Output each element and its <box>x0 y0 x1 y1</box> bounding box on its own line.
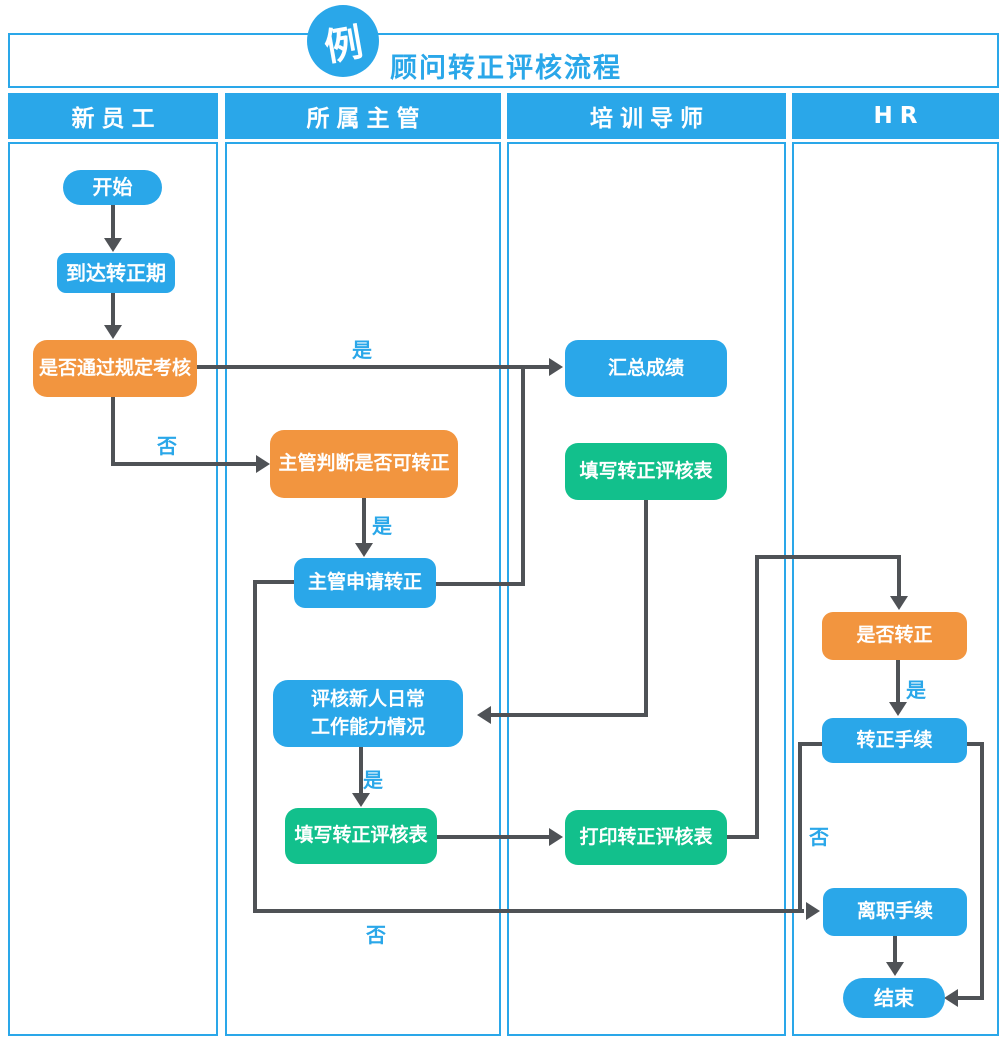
node-end: 结束 <box>843 978 945 1018</box>
node-evaluate-daily-line1: 评核新人日常 <box>310 687 425 710</box>
edge-apply-riser-v <box>521 367 525 586</box>
node-start: 开始 <box>63 170 162 205</box>
arrow-right-summarize <box>549 358 563 376</box>
lane-header-supervisor: 所属主管 <box>225 93 501 139</box>
edge-resign-to-end <box>893 936 897 966</box>
edge-confirm-to-regular <box>896 660 900 704</box>
node-confirm-regular: 是否转正 <box>822 612 967 660</box>
lane-body-hr <box>792 142 999 1036</box>
node-summarize-scores: 汇总成绩 <box>565 340 727 397</box>
edge-start-to-reach <box>111 205 115 239</box>
label-confirm-regular-no: 否 <box>809 825 829 849</box>
label-pass-exam-yes: 是 <box>352 338 372 362</box>
node-fill-form-supervisor: 填写转正评核表 <box>285 808 437 864</box>
node-evaluate-daily-line2: 工作能力情况 <box>310 715 425 738</box>
edge-apply-right-h <box>436 582 525 586</box>
node-supervisor-judge: 主管判断是否可转正 <box>270 430 458 498</box>
edge-regular-end-h2 <box>958 996 984 1000</box>
edge-exam-no-h <box>111 462 256 466</box>
edge-regular-end-v <box>980 742 984 1000</box>
edge-print-h2 <box>755 555 901 559</box>
arrow-down-end <box>886 962 904 976</box>
label-evaluate-daily-yes: 是 <box>363 768 383 792</box>
edge-evaluate-to-fill <box>359 747 363 793</box>
edge-exam-yes-h <box>197 365 549 369</box>
lane-header-new-employee: 新员工 <box>8 93 218 139</box>
node-resign-procedure: 离职手续 <box>823 888 967 936</box>
node-evaluate-daily: 评核新人日常 工作能力情况 <box>273 680 463 747</box>
page-title: 顾问转正评核流程 <box>390 53 622 84</box>
node-print-form: 打印转正评核表 <box>565 810 727 865</box>
arrow-right-judge <box>256 455 270 473</box>
label-supervisor-apply-no: 否 <box>366 923 386 947</box>
edge-regular-end-h1 <box>965 742 984 746</box>
edge-apply-no-v <box>253 580 257 913</box>
node-regular-procedure: 转正手续 <box>822 718 967 763</box>
edge-print-v2 <box>897 555 901 598</box>
edge-print-h1 <box>727 835 759 839</box>
edge-regular-no-v <box>798 742 802 913</box>
edge-print-v <box>755 555 759 839</box>
arrow-down-regular <box>889 702 907 716</box>
edge-mentorfill-h <box>491 713 646 717</box>
example-badge: 例 <box>307 5 379 77</box>
arrow-left-evaluate <box>477 706 491 724</box>
arrow-left-end <box>944 989 958 1007</box>
label-supervisor-judge-yes: 是 <box>372 514 392 538</box>
edge-mentorfill-v <box>644 500 648 717</box>
arrow-down-reach <box>104 238 122 252</box>
node-supervisor-apply: 主管申请转正 <box>294 558 436 608</box>
lane-header-hr: HR <box>792 93 999 139</box>
edge-apply-no-h2 <box>253 909 804 913</box>
arrow-right-print <box>549 828 563 846</box>
example-badge-text: 例 <box>321 19 367 70</box>
arrow-down-fill <box>352 793 370 807</box>
edge-regular-no-h <box>798 742 824 746</box>
edge-apply-no-h1 <box>253 580 298 584</box>
arrow-down-confirm <box>890 596 908 610</box>
node-reach-period: 到达转正期 <box>57 253 175 293</box>
title-bar <box>8 33 999 88</box>
node-pass-exam: 是否通过规定考核 <box>33 340 197 397</box>
label-confirm-regular-yes: 是 <box>906 678 926 702</box>
arrow-down-apply <box>355 543 373 557</box>
node-fill-form-mentor: 填写转正评核表 <box>565 443 727 500</box>
lane-header-mentor: 培训导师 <box>507 93 786 139</box>
arrow-right-resign <box>806 902 820 920</box>
arrow-down-exam <box>104 325 122 339</box>
edge-judge-to-apply <box>362 498 366 543</box>
edge-fill-to-print <box>437 835 549 839</box>
edge-exam-no-v <box>111 397 115 466</box>
label-pass-exam-no: 否 <box>157 434 177 458</box>
edge-reach-to-exam <box>111 293 115 326</box>
